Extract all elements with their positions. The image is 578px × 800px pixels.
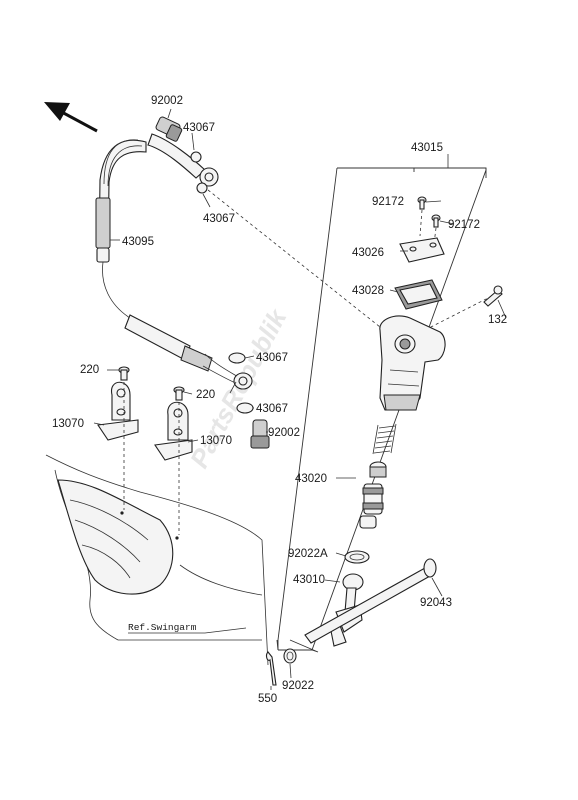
reference-note: Ref.Swingarm [128, 622, 197, 633]
hose-thin-section [102, 261, 131, 319]
callout-43067-a: 43067 [183, 122, 215, 134]
washer-43067-b [196, 182, 208, 194]
hose-sleeve-lower [124, 314, 241, 385]
circlip-92022a [344, 550, 370, 564]
callout-92022a: 92022A [288, 548, 328, 560]
bolt-132 [483, 285, 503, 307]
return-spring [372, 423, 397, 455]
bolt-220-a [118, 366, 130, 381]
callout-43095: 43095 [122, 236, 154, 248]
callout-132: 132 [488, 314, 507, 326]
bolt-220-b [173, 386, 185, 401]
clevis-pin [304, 558, 437, 644]
washer-92022 [283, 648, 297, 664]
callout-43067-c: 43067 [256, 352, 288, 364]
hose-body [95, 139, 147, 263]
hose-fitting-top [155, 116, 183, 142]
callout-220-a: 220 [80, 364, 99, 376]
reservoir-cap [399, 237, 445, 263]
reservoir-diaphragm [394, 279, 443, 310]
callout-43026: 43026 [352, 247, 384, 259]
reservoir-hose [95, 116, 254, 414]
callout-92172-b: 92172 [448, 219, 480, 231]
screw-92172-b [431, 214, 441, 228]
callout-labels: 92002 43067 43067 43095 43015 92172 9217… [52, 95, 507, 705]
hose-banjo-lower [233, 372, 253, 390]
screw-92172-a [417, 196, 427, 210]
cotter-pin [265, 651, 277, 686]
callout-43067-d: 43067 [256, 403, 288, 415]
bracket-13070-a [97, 381, 139, 441]
piston-cup [369, 461, 387, 478]
callout-92172-a: 92172 [372, 196, 404, 208]
callout-220-b: 220 [196, 389, 215, 401]
callout-92043: 92043 [420, 597, 452, 609]
callout-13070-b: 13070 [200, 435, 232, 447]
callout-43067-b: 43067 [203, 213, 235, 225]
washer-43067-c [228, 352, 246, 364]
washer-43067-a [190, 151, 202, 163]
callout-550: 550 [258, 693, 277, 705]
master-cylinder-body [379, 315, 446, 411]
front-direction-arrow [44, 102, 98, 133]
washer-43067-d [236, 402, 254, 414]
callout-43028: 43028 [352, 285, 384, 297]
callout-92002-b: 92002 [268, 427, 300, 439]
swingarm-outline [45, 454, 269, 666]
callout-92022: 92022 [282, 680, 314, 692]
callout-92002-top: 92002 [151, 95, 183, 107]
callout-43010: 43010 [293, 574, 325, 586]
bracket-13070-b [154, 401, 193, 461]
hose-banjo-upper [147, 133, 219, 187]
callout-13070-a: 13070 [52, 418, 84, 430]
callout-43020: 43020 [295, 473, 327, 485]
piston [359, 483, 384, 529]
callout-43015: 43015 [411, 142, 443, 154]
piston-kit [359, 423, 397, 529]
leader-lines [93, 108, 507, 690]
hose-fitting-lower [250, 419, 270, 449]
